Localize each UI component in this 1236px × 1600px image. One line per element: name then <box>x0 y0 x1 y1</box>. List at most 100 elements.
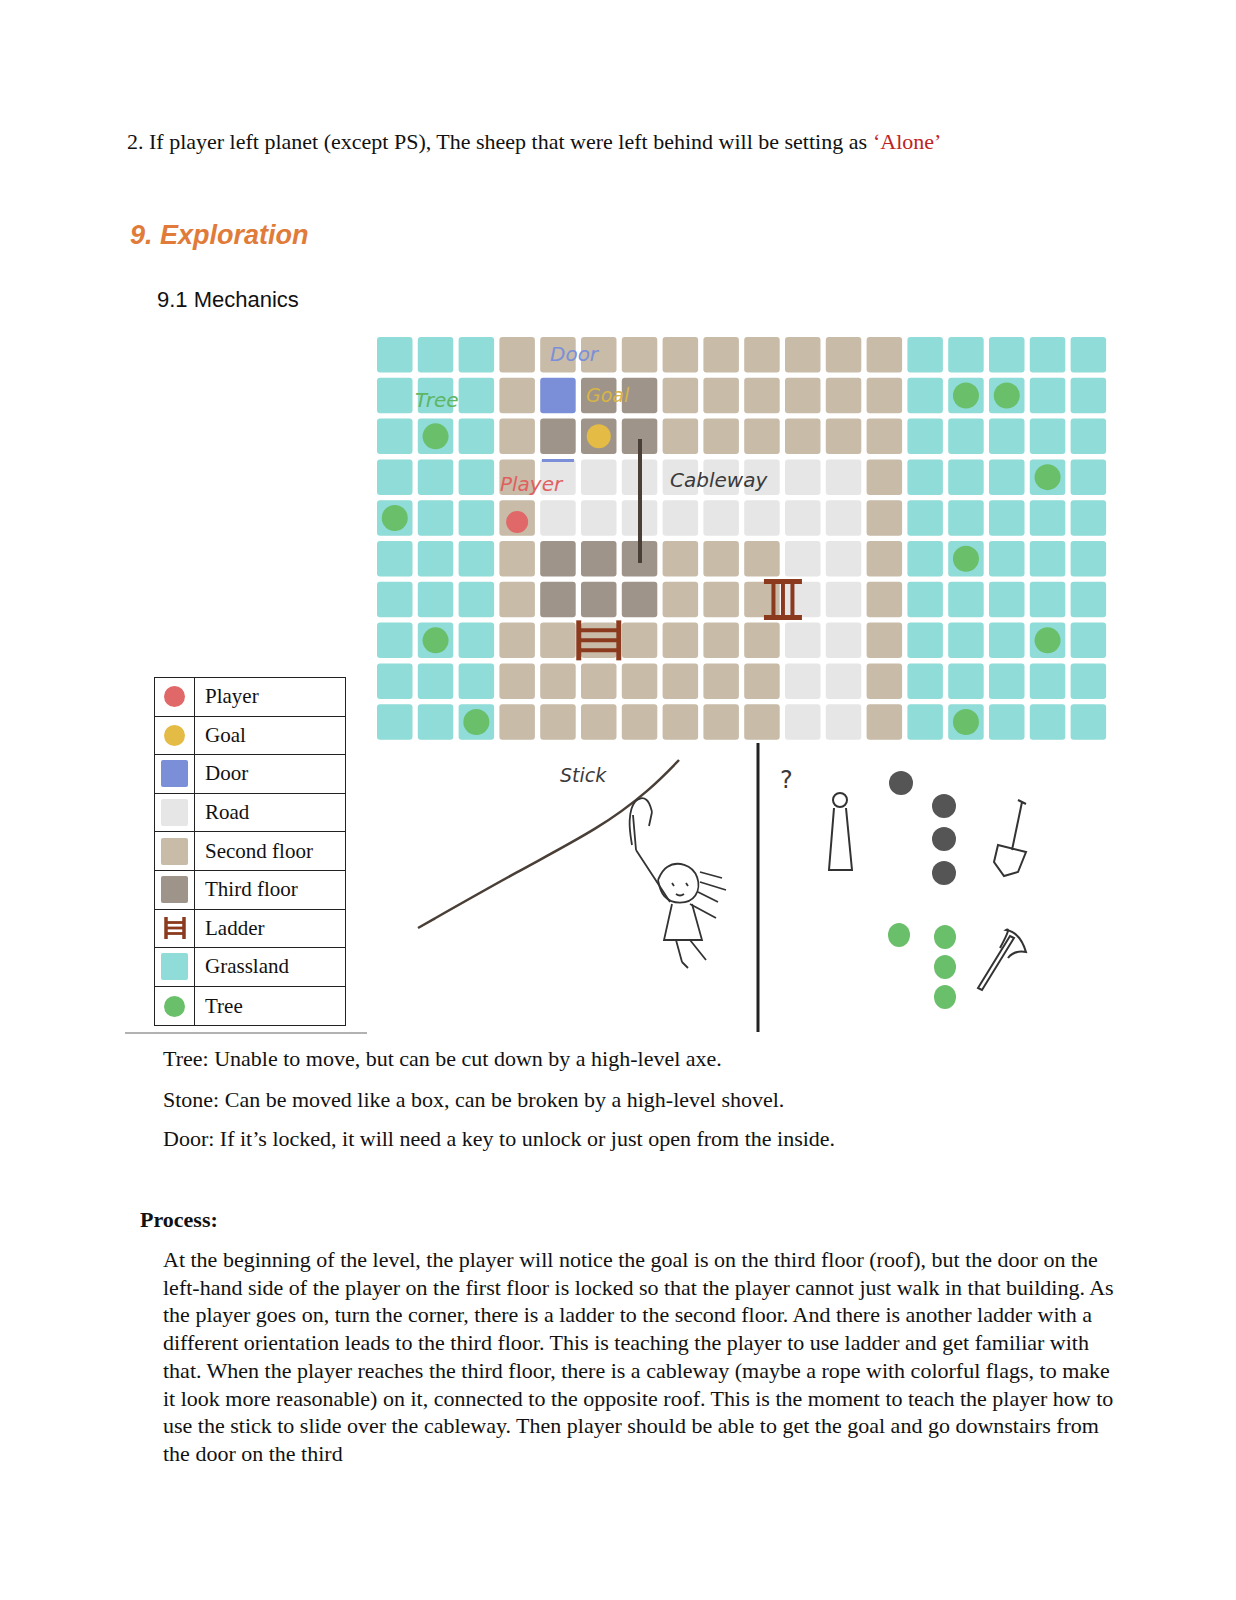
grid-cell <box>907 419 943 455</box>
grid-cell <box>867 704 903 740</box>
grid-cell <box>418 582 454 618</box>
grid-cell <box>785 582 821 618</box>
map-label: Player <box>500 472 562 496</box>
grid-cell <box>459 623 495 659</box>
grid-cell <box>622 582 658 618</box>
grid-cell <box>948 378 984 414</box>
tree-dot <box>994 383 1020 409</box>
grid-cell <box>867 419 903 455</box>
grid-cell <box>948 500 984 536</box>
grid-cell <box>499 704 535 740</box>
grid-cell <box>744 337 780 373</box>
legend-row: Ladder <box>155 910 345 949</box>
level-grid <box>377 337 1106 740</box>
grid-cell <box>907 337 943 373</box>
grid-cell <box>907 582 943 618</box>
grid-cell <box>989 704 1025 740</box>
tree-dot <box>934 955 956 979</box>
grid-cell <box>622 663 658 699</box>
grid-cell <box>703 378 739 414</box>
grid-cell <box>826 378 862 414</box>
grid-cell <box>1071 500 1107 536</box>
grid-cell <box>499 337 535 373</box>
grid-cell <box>459 337 495 373</box>
ladder-symbol <box>166 917 184 939</box>
grid-cell <box>581 663 617 699</box>
grid-cell <box>1071 541 1107 577</box>
grid-cell <box>826 541 862 577</box>
door-mark <box>542 459 574 462</box>
grid-cell <box>744 582 780 618</box>
grid-cell <box>540 541 576 577</box>
tree-dot <box>953 383 979 409</box>
grid-cell <box>867 378 903 414</box>
grid-cell <box>867 459 903 495</box>
grid-cell <box>867 337 903 373</box>
grid-cell <box>703 419 739 455</box>
grid-cell <box>703 541 739 577</box>
grid-cell <box>867 623 903 659</box>
tree-dot <box>888 923 910 947</box>
map-label: Cableway <box>670 468 767 492</box>
grid-cell <box>703 500 739 536</box>
grid-cell <box>826 459 862 495</box>
ladder-symbol <box>764 582 802 618</box>
grid-cell <box>581 459 617 495</box>
tree-dot <box>953 709 979 735</box>
grid-cell <box>948 541 984 577</box>
grid-cell <box>459 704 495 740</box>
grid-cell <box>377 337 413 373</box>
grid-cell <box>622 704 658 740</box>
grid-cell <box>703 582 739 618</box>
grid-cell <box>540 500 576 536</box>
legend-row: Door <box>155 755 345 794</box>
grid-cell <box>581 704 617 740</box>
grid-cell <box>459 582 495 618</box>
legend-label: Grassland <box>195 954 289 979</box>
subheading: 9.1 Mechanics <box>157 287 299 313</box>
ladder-swatch <box>162 915 188 941</box>
grid-cell <box>622 623 658 659</box>
grid-cell <box>989 541 1025 577</box>
tree-dot <box>1035 464 1061 490</box>
grid-cell <box>540 378 576 414</box>
grid-cell <box>1030 704 1066 740</box>
grid-cell <box>1071 582 1107 618</box>
tree-dot <box>953 546 979 572</box>
grid-cell <box>377 500 413 536</box>
grid-cell <box>459 500 495 536</box>
grid-cell <box>377 378 413 414</box>
grid-cell <box>744 623 780 659</box>
status-word: ‘Alone’ <box>873 129 941 155</box>
grid-cell <box>418 337 454 373</box>
grid-cell <box>499 623 535 659</box>
legend-label: Tree <box>195 994 243 1019</box>
grid-cell <box>540 663 576 699</box>
swatch-square <box>161 799 188 826</box>
grid-cell <box>826 704 862 740</box>
body-text: Tree: Unable to move, but can be cut dow… <box>163 1046 722 1072</box>
grid-cell <box>826 500 862 536</box>
grid-cell <box>907 704 943 740</box>
grid-cell <box>989 459 1025 495</box>
stone-dot <box>932 794 956 818</box>
grid-cell <box>867 541 903 577</box>
grid-cell <box>418 663 454 699</box>
grid-cell <box>1030 582 1066 618</box>
grid-cell <box>826 582 862 618</box>
swatch-dot <box>164 725 185 746</box>
legend-row: Player <box>155 678 345 717</box>
grid-cell <box>744 704 780 740</box>
legend-table: PlayerGoalDoorRoadSecond floorThird floo… <box>154 677 346 1026</box>
grid-cell <box>826 663 862 699</box>
map-label: Goal <box>586 384 629 407</box>
legend-label: Door <box>195 761 248 786</box>
grid-cell <box>581 541 617 577</box>
legend-label: Third floor <box>195 877 298 902</box>
axe-icon <box>978 929 1026 990</box>
body-paragraph: At the beginning of the level, the playe… <box>163 1246 1123 1468</box>
tree-dot <box>423 423 449 449</box>
grid-cell <box>907 500 943 536</box>
grid-cell <box>499 663 535 699</box>
grid-cell <box>1071 623 1107 659</box>
